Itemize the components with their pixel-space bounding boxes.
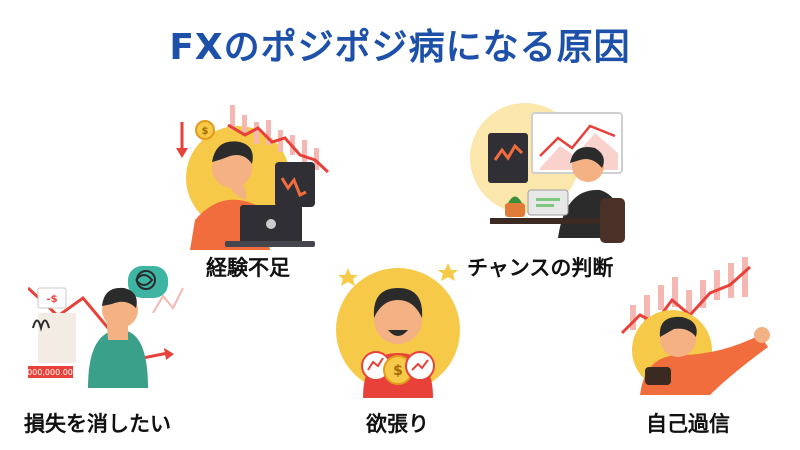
cause-label-greed: 欲張り: [366, 412, 429, 436]
cause-label-erase-loss: 損失を消したい: [24, 412, 171, 436]
erase-loss-illustration: -$ 000,000.00: [28, 258, 193, 393]
overconfidence-illustration: [610, 255, 775, 395]
loss-badge-text: -$: [46, 294, 57, 305]
page-title: FXのポジポジ病になる原因: [169, 27, 631, 68]
chance-judgment-illustration: [470, 98, 630, 248]
svg-text:$: $: [202, 126, 209, 137]
cause-label-overconfidence: 自己過信: [646, 412, 730, 436]
balance-display-text: 000,000.00: [28, 368, 73, 377]
coin-symbol-text: $: [393, 363, 403, 379]
cause-label-chance-judgment: チャンスの判断: [467, 256, 614, 280]
cause-label-inexperience: 経験不足: [206, 256, 290, 280]
greed-illustration: $: [328, 258, 468, 398]
inexperience-illustration: $: [170, 100, 340, 250]
